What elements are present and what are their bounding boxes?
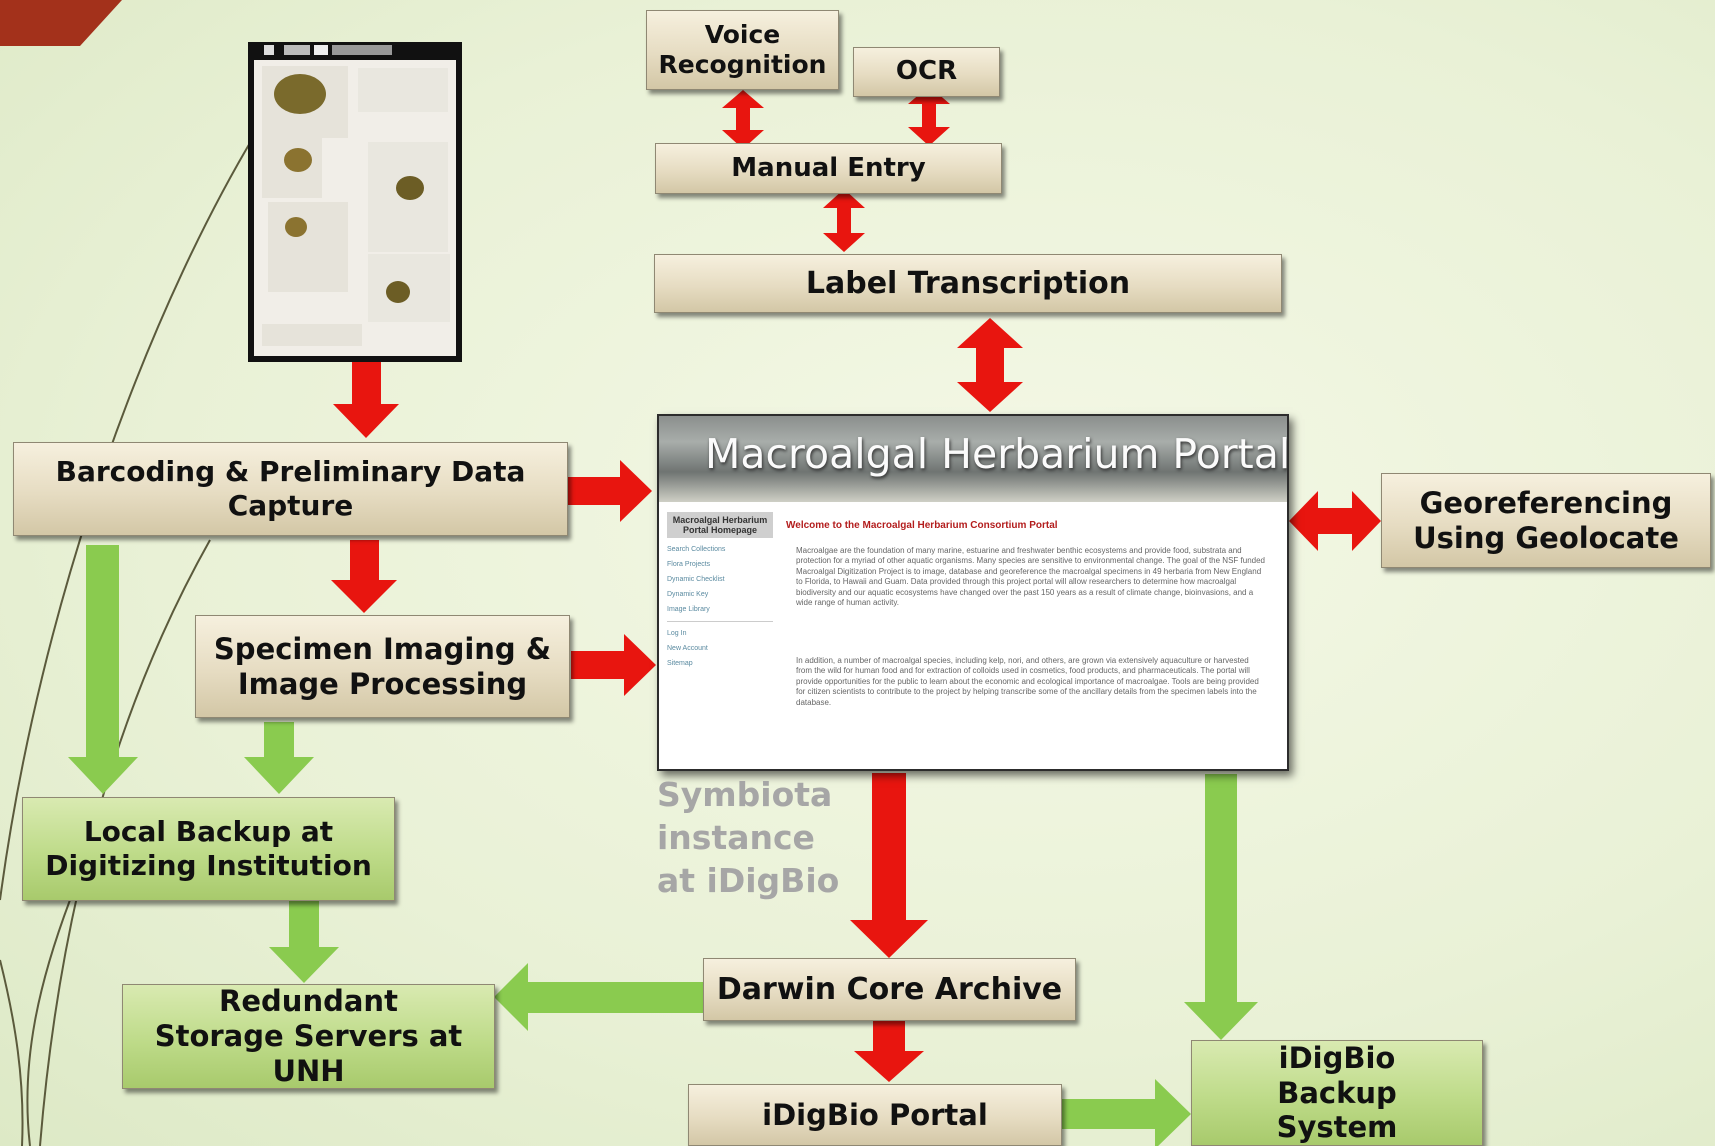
symbiota-caption: Symbiota instance at iDigBio — [657, 775, 840, 900]
manual-entry-label: Manual Entry — [731, 152, 926, 183]
green-arrow-right — [1062, 1079, 1191, 1146]
idigbio-portal-label: iDigBio Portal — [762, 1097, 988, 1132]
red-arrow-right — [566, 460, 652, 522]
portal-nav-link: Sitemap — [667, 660, 693, 667]
portal-title: Macroalgal Herbarium Portal — [705, 430, 1289, 478]
portal-nav-link: New Account — [667, 645, 708, 652]
specimen-sheet-image — [248, 42, 462, 362]
red-double-arrow — [823, 189, 865, 252]
red-double-arrow — [722, 90, 764, 149]
portal-paragraph-1: Macroalgae are the foundation of many ma… — [796, 546, 1265, 607]
curve-line — [0, 959, 24, 1146]
idigbio-backup-label: iDigBio Backup System — [1276, 1040, 1398, 1145]
green-arrow-left — [494, 963, 703, 1031]
barcoding-label: Barcoding & Preliminary Data Capture — [55, 455, 526, 522]
portal-nav: Macroalgal Herbarium Portal Homepage Sea… — [667, 512, 773, 667]
red-double-arrow — [957, 318, 1023, 412]
specimen-imaging-box: Specimen Imaging & Image Processing — [195, 615, 570, 718]
green-arrow-down — [244, 722, 314, 794]
portal-nav-link: Flora Projects — [667, 561, 711, 568]
green-arrow-down — [1184, 774, 1258, 1040]
corner-accent — [0, 0, 122, 46]
idigbio-portal-box: iDigBio Portal — [688, 1084, 1062, 1146]
label-transcription-label: Label Transcription — [805, 265, 1131, 301]
local-backup-box: Local Backup at Digitizing Institution — [22, 797, 395, 901]
red-double-arrow — [1289, 491, 1381, 551]
idigbio-backup-box: iDigBio Backup System — [1191, 1040, 1483, 1146]
portal-nav-link: Dynamic Key — [667, 591, 709, 598]
red-arrow-down — [331, 540, 397, 613]
red-double-arrow — [908, 86, 950, 146]
redundant-storage-label: Redundant Storage Servers at UNH — [154, 984, 463, 1088]
ocr-box: OCR — [853, 47, 1000, 97]
red-arrow-down — [333, 362, 399, 438]
red-arrow-right — [571, 634, 656, 696]
local-backup-label: Local Backup at Digitizing Institution — [45, 815, 372, 882]
voice-recognition-box: Voice Recognition — [646, 10, 839, 90]
portal-banner: Macroalgal Herbarium Portal — [659, 416, 1287, 502]
portal-nav-heading: Macroalgal Herbarium Portal Homepage — [667, 512, 773, 538]
label-transcription-box: Label Transcription — [654, 254, 1282, 313]
ocr-label: OCR — [895, 56, 958, 87]
green-arrow-down — [269, 900, 339, 983]
portal-nav-divider — [667, 621, 773, 622]
portal-nav-link: Log In — [667, 630, 687, 637]
georeferencing-box: Georeferencing Using Geolocate — [1381, 473, 1711, 568]
curve-line — [26, 899, 71, 1146]
red-arrow-down — [850, 773, 928, 958]
portal-nav-link: Image Library — [667, 606, 710, 613]
voice-recognition-label: Voice Recognition — [658, 20, 827, 79]
darwin-core-archive-label: Darwin Core Archive — [716, 971, 1063, 1007]
specimen-imaging-label: Specimen Imaging & Image Processing — [213, 631, 552, 701]
green-arrow-down — [68, 545, 138, 794]
portal-nav-link: Dynamic Checklist — [667, 576, 725, 583]
georeferencing-label: Georeferencing Using Geolocate — [1413, 485, 1679, 555]
red-arrow-down — [854, 1021, 924, 1082]
portal-paragraph-2: In addition, a number of macroalgal spec… — [796, 656, 1259, 707]
portal-nav-link: Search Collections — [667, 546, 726, 553]
specimen-sheet-graphic — [254, 45, 456, 356]
portal-screenshot: Macroalgal Herbarium Portal Macroalgal H… — [657, 414, 1289, 771]
portal-welcome-heading: Welcome to the Macroalgal Herbarium Cons… — [786, 520, 1058, 531]
darwin-core-archive-box: Darwin Core Archive — [703, 958, 1076, 1021]
barcoding-box: Barcoding & Preliminary Data Capture — [13, 442, 568, 536]
redundant-storage-box: Redundant Storage Servers at UNH — [122, 984, 495, 1089]
manual-entry-box: Manual Entry — [655, 143, 1002, 194]
